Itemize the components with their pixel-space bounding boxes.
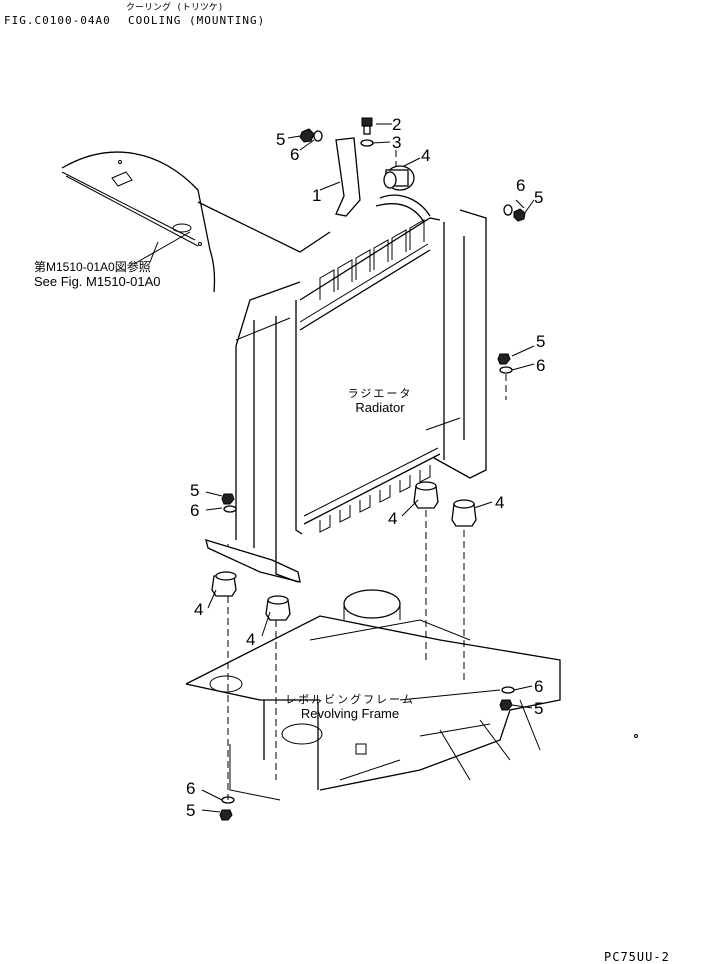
model-code: PC75UU-2 [604, 950, 670, 964]
callout-5-right: 5 [536, 332, 546, 351]
radiator-drawing [205, 137, 487, 583]
mounting-hardware [211, 117, 526, 821]
callout-2: 2 [392, 115, 402, 134]
reference-note-en: See Fig. M1510-01A0 [34, 274, 161, 290]
revolving-frame-caption-jp: レボルビングフレーム [285, 694, 415, 706]
callout-6-left: 6 [190, 501, 200, 520]
revolving-frame-caption: レボルビングフレーム Revolving Frame [280, 694, 420, 722]
callout-6-right: 6 [536, 356, 546, 375]
figure-code: FIG.C0100-04A0 [4, 14, 111, 27]
callout-3: 3 [392, 133, 402, 152]
callout-5-bottom-left: 5 [186, 801, 196, 820]
figure-title: COOLING (MOUNTING) [128, 14, 266, 27]
reference-note: 第M1510-01A0図参照 See Fig. M1510-01A0 [34, 260, 160, 290]
radiator-caption: ラジエータ Radiator [330, 388, 430, 416]
callout-4-low-b: 4 [246, 630, 256, 649]
callout-4-top: 4 [421, 146, 431, 165]
callout-5-top-right: 5 [534, 188, 544, 207]
callout-6-bottom-right: 6 [534, 677, 544, 696]
radiator-caption-jp: ラジエータ [347, 388, 413, 400]
revolving-frame-caption-en: Revolving Frame [300, 705, 400, 721]
hidden-lines [227, 150, 507, 800]
engine-cover-drawing [61, 151, 331, 293]
radiator-caption-en: Radiator [355, 399, 405, 415]
callout-5-left: 5 [190, 481, 200, 500]
callout-1: 1 [312, 186, 322, 205]
callout-5-top-left: 5 [276, 130, 286, 149]
callout-4-mid-a: 4 [388, 509, 398, 528]
callout-6-top-left: 6 [290, 145, 300, 164]
japanese-title: クーリング (トリツケ) [126, 3, 224, 13]
callout-4-mid-b: 4 [495, 493, 505, 512]
reference-note-jp: 第M1510-01A0図参照 [34, 260, 151, 274]
callout-6-top-right: 6 [516, 176, 526, 195]
revolving-frame-drawing [185, 589, 638, 801]
callout-5-bottom-right: 5 [534, 699, 544, 718]
callout-6-bottom-left: 6 [186, 779, 196, 798]
callout-4-low-a: 4 [194, 600, 204, 619]
leader-lines [133, 123, 535, 813]
